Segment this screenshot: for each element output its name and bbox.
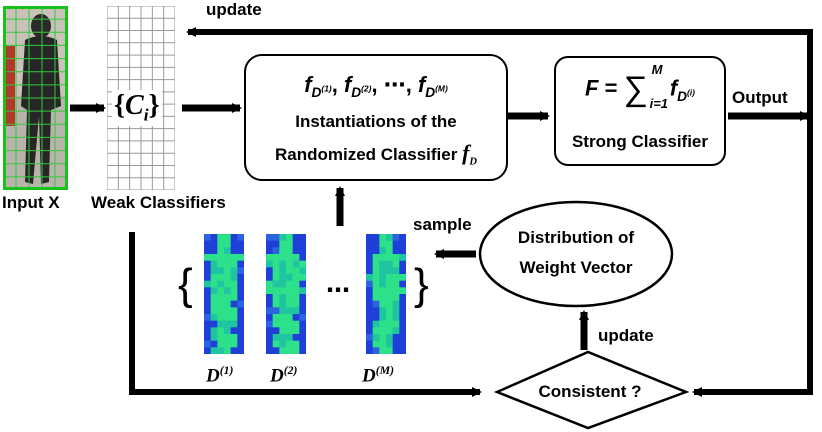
weights-brace-close: } xyxy=(414,260,429,309)
weights-dots: ⋯ xyxy=(326,277,350,304)
instantiations-box: fD(1), fD(2), ⋯, fD(M) Instantiations of… xyxy=(244,54,508,181)
instantiations-line2: Randomized Classifier fD xyxy=(275,140,477,168)
output-to-consistent-arrow xyxy=(692,118,813,397)
weight-heatmap-1 xyxy=(204,234,244,354)
weight-label-M: D(M) xyxy=(362,364,395,387)
weight-heatmap-M xyxy=(366,234,406,354)
weak-to-consistent-arrow xyxy=(129,232,482,397)
weight-heatmap-2 xyxy=(266,234,306,354)
weights-brace-open: { xyxy=(178,260,193,309)
instantiations-line1: Instantiations of the xyxy=(295,112,457,131)
distribution-node xyxy=(478,200,674,308)
distribution-line2: Weight Vector xyxy=(519,258,633,277)
weak-classifier-set: {Ci} xyxy=(112,90,162,126)
input-grid xyxy=(3,6,68,190)
update-bottom-label: update xyxy=(598,326,654,345)
update-feedback-top-arrow xyxy=(186,27,813,118)
input-label: Input X xyxy=(2,193,60,212)
weight-label-1: D(1) xyxy=(206,364,234,387)
sample-label: sample xyxy=(413,215,472,234)
consistent-decision-node xyxy=(493,350,690,430)
update-top-label: update xyxy=(206,0,262,19)
weak-classifiers-label: Weak Classifiers xyxy=(91,193,226,212)
input-image xyxy=(3,6,68,190)
instantiations-formula: fD(1), fD(2), ⋯, fD(M) xyxy=(304,72,448,101)
output-label: Output xyxy=(732,88,788,107)
distribution-line1: Distribution of xyxy=(517,228,635,247)
weight-label-2: D(2) xyxy=(270,364,298,387)
consistent-label: Consistent ? xyxy=(538,382,642,401)
strong-classifier-label: Strong Classifier xyxy=(571,132,709,151)
